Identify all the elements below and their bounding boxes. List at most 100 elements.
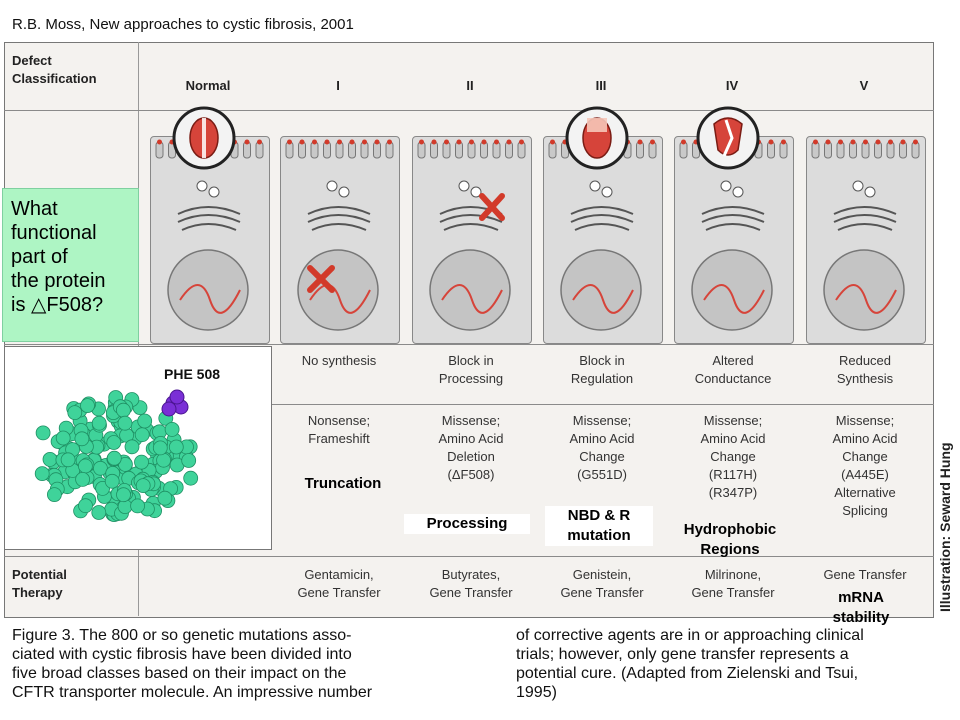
mutation-iv-line1: Missense; [703, 413, 763, 428]
protein-atom [135, 478, 151, 494]
channel-dot [469, 139, 474, 145]
column-header-normal: Normal [185, 78, 231, 93]
dna-strand [441, 284, 503, 314]
protein-atom [42, 452, 58, 467]
channel-dot [650, 139, 655, 145]
caption-left: Figure 3. The 800 or so genetic mutation… [12, 626, 482, 702]
channel-dot [813, 139, 818, 145]
hydrophobic-line1: Hydrophobic [683, 521, 777, 538]
protein-atom [134, 454, 149, 470]
dna-strand [572, 284, 634, 314]
golgi [570, 206, 634, 231]
channel-dot [494, 139, 499, 145]
protein-atom [183, 470, 199, 486]
channel-magnifier-iv [696, 106, 760, 170]
channel-dot [681, 139, 686, 145]
therapy-iv-line2: Gene Transfer [691, 585, 775, 600]
protein-atom [181, 453, 197, 468]
channel-dot [863, 139, 868, 145]
channel-dot [287, 139, 292, 145]
vesicle [470, 186, 482, 198]
vesicle [864, 186, 876, 198]
channel-dot [506, 139, 512, 145]
vesicle [852, 180, 864, 192]
block-mark-i [307, 265, 335, 293]
vesicle [458, 180, 470, 192]
illustration-credit: Illustration: Seward Hung [937, 442, 953, 612]
mrna-line1: mRNA [838, 589, 884, 606]
vesicle [589, 180, 601, 192]
protein-structure-image [4, 346, 272, 550]
therapy-iv: Milrinone, Gene Transfer [671, 566, 795, 602]
mutation-v-line6: Splicing [842, 503, 888, 518]
channel-dot [324, 139, 330, 145]
effect-v-line2: Synthesis [836, 371, 894, 386]
therapy-iii: Genistein, Gene Transfer [540, 566, 664, 602]
therapy-i-line1: Gentamicin, [304, 567, 374, 582]
column-header-v: V [859, 78, 869, 93]
phe508-label: PHE 508 [164, 366, 221, 382]
therapy-iv-line1: Milrinone, [704, 567, 762, 582]
effect-iii-line1: Block in [579, 353, 625, 368]
channel-dot [312, 139, 317, 145]
vesicle [720, 180, 732, 192]
channel-dot [481, 139, 487, 145]
effect-iii-line2: Regulation [570, 371, 634, 386]
channel-dot [888, 139, 893, 145]
effect-iv: Altered Conductance [671, 352, 795, 388]
channel-dot [768, 139, 774, 145]
therapy-ii-line1: Butyrates, [441, 567, 501, 582]
channel-dot [444, 139, 449, 145]
citation: R.B. Moss, New approaches to cystic fibr… [12, 16, 354, 33]
mutation-i-line2: Frameshift [308, 431, 370, 446]
nucleus [560, 249, 642, 331]
column-header-ii: II [466, 78, 474, 93]
channel-dot [838, 139, 843, 145]
effect-i: No synthesis [277, 352, 401, 370]
nbd-r-line2: mutation [567, 527, 631, 544]
channel-dot [362, 139, 367, 145]
caption-right-line3: potential cure. (Adapted from Zielenski … [516, 665, 859, 682]
dna-strand [179, 284, 241, 314]
channel-magnifier-iii [565, 106, 629, 170]
mrna-line2: stability [832, 609, 890, 626]
caption-left-line1: Figure 3. The 800 or so genetic mutation… [12, 627, 352, 644]
vesicle [196, 180, 208, 192]
therapy-iii-line1: Genistein, [572, 567, 632, 582]
mutation-iii-line1: Missense; [572, 413, 632, 428]
cells-divider [4, 344, 934, 345]
protein-atom [35, 425, 51, 441]
question-text: What functional part of the protein is △… [11, 197, 138, 317]
mutation-ii-line1: Missense; [441, 413, 501, 428]
mutation-v-line2: Amino Acid [832, 431, 898, 446]
classification-label: Classification [12, 71, 97, 86]
therapy-i: Gentamicin, Gene Transfer [277, 566, 401, 602]
question-line3: part of [11, 246, 68, 268]
mutation-iii: Missense; Amino Acid Change (G551D) [540, 412, 664, 484]
illustration-credit-text: Illustration: Seward Hung [937, 442, 953, 612]
truncation-annotation: Truncation [304, 475, 382, 492]
protein-atom [78, 498, 93, 514]
mutation-iv-line5: (R347P) [708, 485, 758, 500]
mutation-ii-line3: Deletion [447, 449, 495, 464]
question-line1: What [11, 198, 58, 220]
mutation-v-line4: (A445E) [841, 467, 889, 482]
protein-atom [34, 466, 50, 481]
channel-dot [850, 139, 856, 145]
effect-iii: Block in Regulation [540, 352, 664, 388]
channel-dot [456, 139, 462, 145]
mutation-iii-line2: Amino Acid [569, 431, 635, 446]
protein-atom [152, 440, 168, 456]
channel-dot [244, 139, 250, 145]
protein-atom [91, 415, 107, 431]
channel-dot [257, 139, 262, 145]
mutation-v: Missense; Amino Acid Change (A445E) Alte… [803, 412, 927, 520]
protein-atom [78, 458, 93, 474]
protein-atom [164, 422, 180, 437]
channel-dot [637, 139, 643, 145]
channel-dot [550, 139, 555, 145]
protein-atom [156, 452, 172, 468]
therapy-label: Therapy [12, 585, 63, 600]
caption-right: of corrective agents are in or approachi… [516, 626, 946, 702]
mutation-ii-line2: Amino Acid [438, 431, 504, 446]
